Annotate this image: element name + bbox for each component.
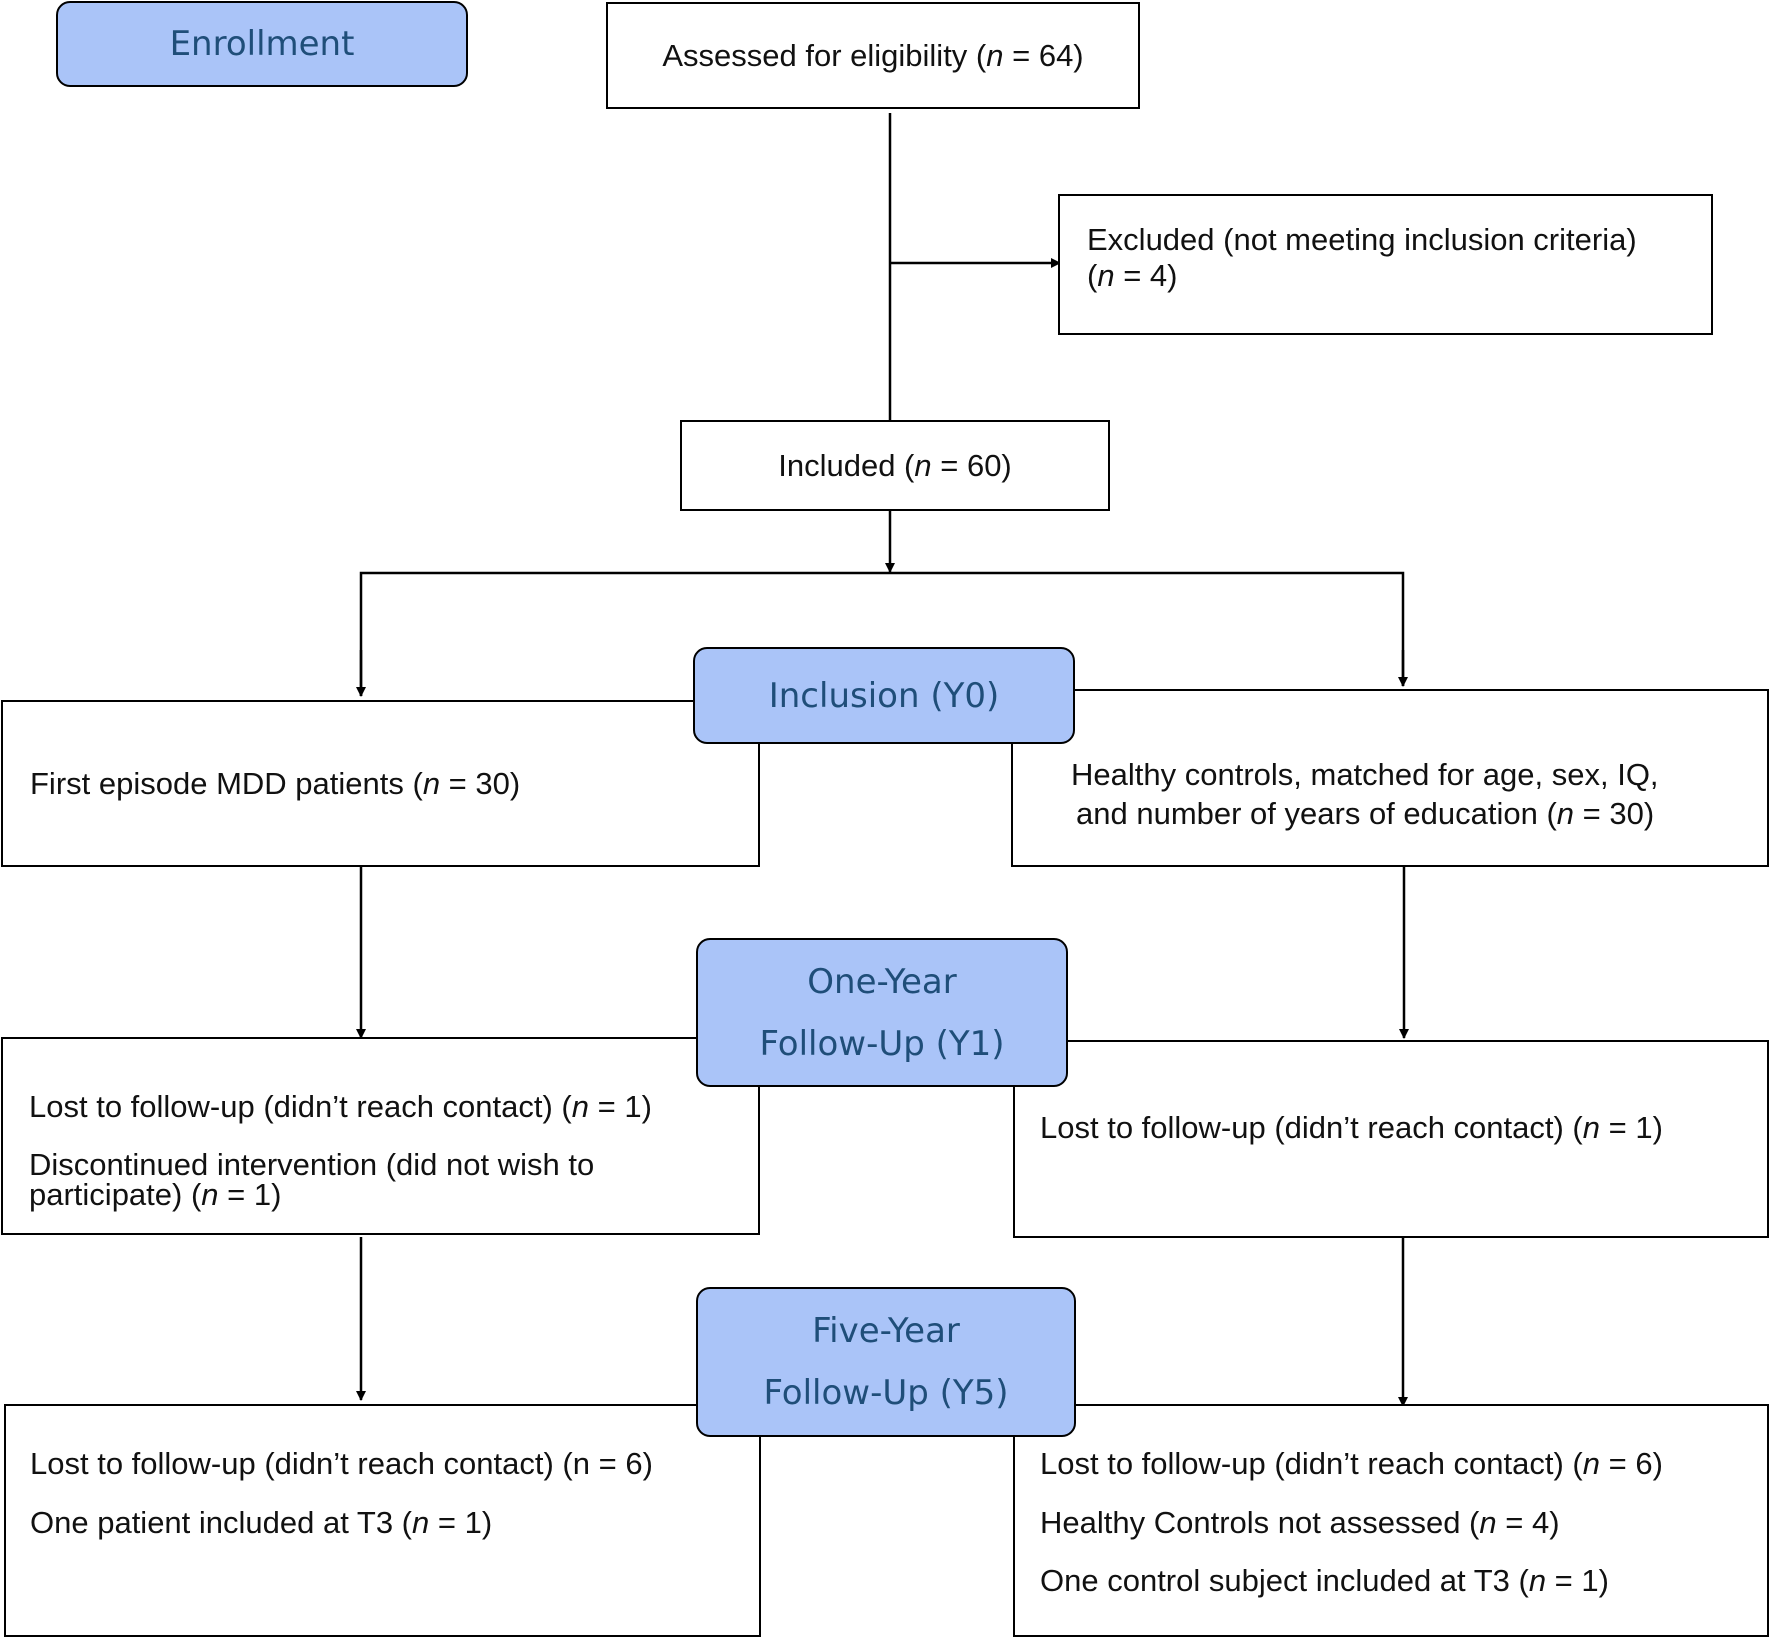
stage-five-year-line2: Follow-Up (Y5): [763, 1373, 1009, 1413]
assessed-box: Assessed for eligibility (n = 64): [606, 2, 1140, 109]
stage-inclusion: Inclusion (Y0): [693, 647, 1075, 744]
stage-enrollment: Enrollment: [56, 1, 468, 87]
patients-y1-item2-line2: participate) (n = 1): [29, 1177, 282, 1212]
stage-one-year-line2: Follow-Up (Y1): [759, 1023, 1005, 1064]
patients-y1-item2-line1: Discontinued intervention (did not wish …: [29, 1147, 595, 1182]
controls-y1-item1: Lost to follow-up (didn’t reach contact)…: [1040, 1110, 1663, 1145]
assessed-text: Assessed for eligibility (n = 64): [662, 37, 1084, 73]
patients-text: First episode MDD patients (n = 30): [30, 765, 521, 801]
controls-y5-box: Lost to follow-up (didn’t reach contact)…: [1013, 1404, 1769, 1637]
included-text: Included (n = 60): [778, 447, 1012, 483]
patients-y1-box: Lost to follow-up (didn’t reach contact)…: [1, 1037, 760, 1235]
patients-y5-item1: Lost to follow-up (didn’t reach contact)…: [30, 1446, 653, 1481]
stage-enrollment-label: Enrollment: [169, 24, 355, 64]
split-line: [359, 571, 1405, 696]
controls-y5-item3: One control subject included at T3 (n = …: [1040, 1563, 1609, 1598]
patients-y5-box: Lost to follow-up (didn’t reach contact)…: [4, 1404, 761, 1637]
excluded-box: Excluded (not meeting inclusion criteria…: [1058, 194, 1713, 335]
patients-y5-item2: One patient included at T3 (n = 1): [30, 1505, 493, 1540]
controls-line1: Healthy controls, matched for age, sex, …: [1071, 757, 1659, 792]
patients-y1-item1: Lost to follow-up (didn’t reach contact)…: [29, 1089, 652, 1124]
patients-box: First episode MDD patients (n = 30): [1, 700, 760, 867]
stage-five-year: Five-Year Follow-Up (Y5): [696, 1287, 1076, 1437]
stage-inclusion-label: Inclusion (Y0): [768, 675, 1000, 716]
controls-box: Healthy controls, matched for age, sex, …: [1011, 689, 1769, 867]
controls-y1-box: Lost to follow-up (didn’t reach contact)…: [1013, 1040, 1769, 1238]
stage-one-year-line1: One-Year: [807, 961, 957, 1002]
controls-y5-item1: Lost to follow-up (didn’t reach contact)…: [1040, 1446, 1663, 1481]
controls-y5-item2: Healthy Controls not assessed (n = 4): [1040, 1505, 1560, 1540]
excluded-line1: Excluded (not meeting inclusion criteria…: [1087, 222, 1637, 257]
controls-line2: and number of years of education (n = 30…: [1076, 796, 1655, 831]
stage-one-year: One-Year Follow-Up (Y1): [696, 938, 1068, 1087]
stage-five-year-line1: Five-Year: [812, 1311, 960, 1351]
included-box: Included (n = 60): [680, 420, 1110, 511]
excluded-line2: (n = 4): [1087, 258, 1178, 293]
